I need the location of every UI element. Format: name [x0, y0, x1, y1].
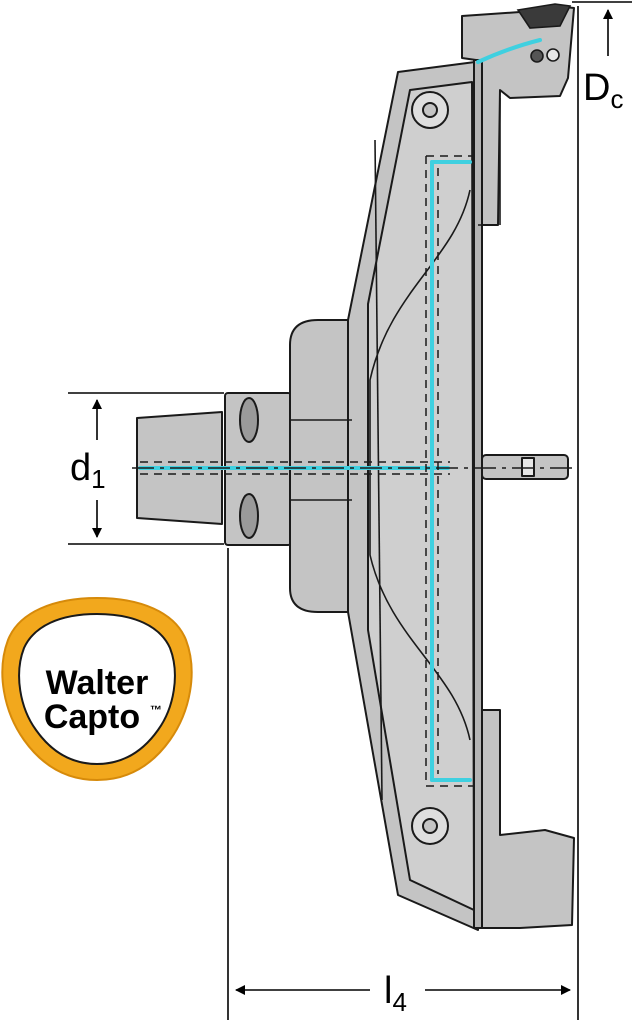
dim-l4-label: l4: [384, 970, 407, 1017]
rim-strip: [473, 59, 483, 929]
dimension-lines: [68, 1, 632, 1020]
body-screws: [411, 91, 449, 845]
logo-trademark: ™: [150, 703, 162, 717]
dim-d1-label: d1: [70, 447, 106, 494]
logo-line-2: Capto: [44, 698, 140, 736]
body-face: [367, 81, 475, 911]
logo-line-1: Walter: [46, 664, 149, 702]
logo-inner: [18, 612, 176, 766]
walter-capto-logo: Walter Capto ™: [1, 596, 193, 782]
top-insert: [516, 3, 572, 63]
coolant-outlines: [140, 155, 474, 787]
bolt-head: [521, 457, 535, 477]
bottom-cassette: [477, 709, 575, 929]
dim-dc-label: Dc: [583, 67, 623, 114]
flange-slots: [239, 397, 259, 539]
cutter-body: [136, 5, 575, 931]
